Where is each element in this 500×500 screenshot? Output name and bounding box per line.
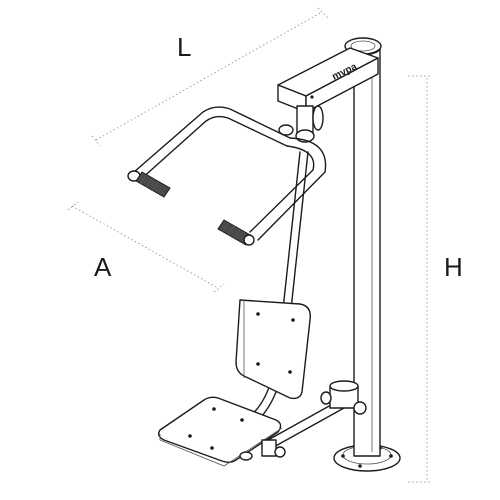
dimension-h-line <box>408 75 432 483</box>
top-arm-beam: mvpa <box>277 47 379 113</box>
dimension-label-width: A <box>94 252 112 282</box>
lower-link-bar <box>239 399 345 461</box>
backrest <box>235 299 311 400</box>
dimension-label-length: L <box>177 32 192 62</box>
footrest <box>157 396 283 467</box>
dimension-a-line <box>67 201 225 293</box>
dimension-label-height: H <box>444 252 463 282</box>
lower-pivot-clamp <box>320 380 367 415</box>
right-hand-grip <box>217 219 255 246</box>
dimension-l-line <box>91 7 329 147</box>
handle-bar <box>127 106 327 241</box>
left-hand-grip <box>135 171 171 198</box>
